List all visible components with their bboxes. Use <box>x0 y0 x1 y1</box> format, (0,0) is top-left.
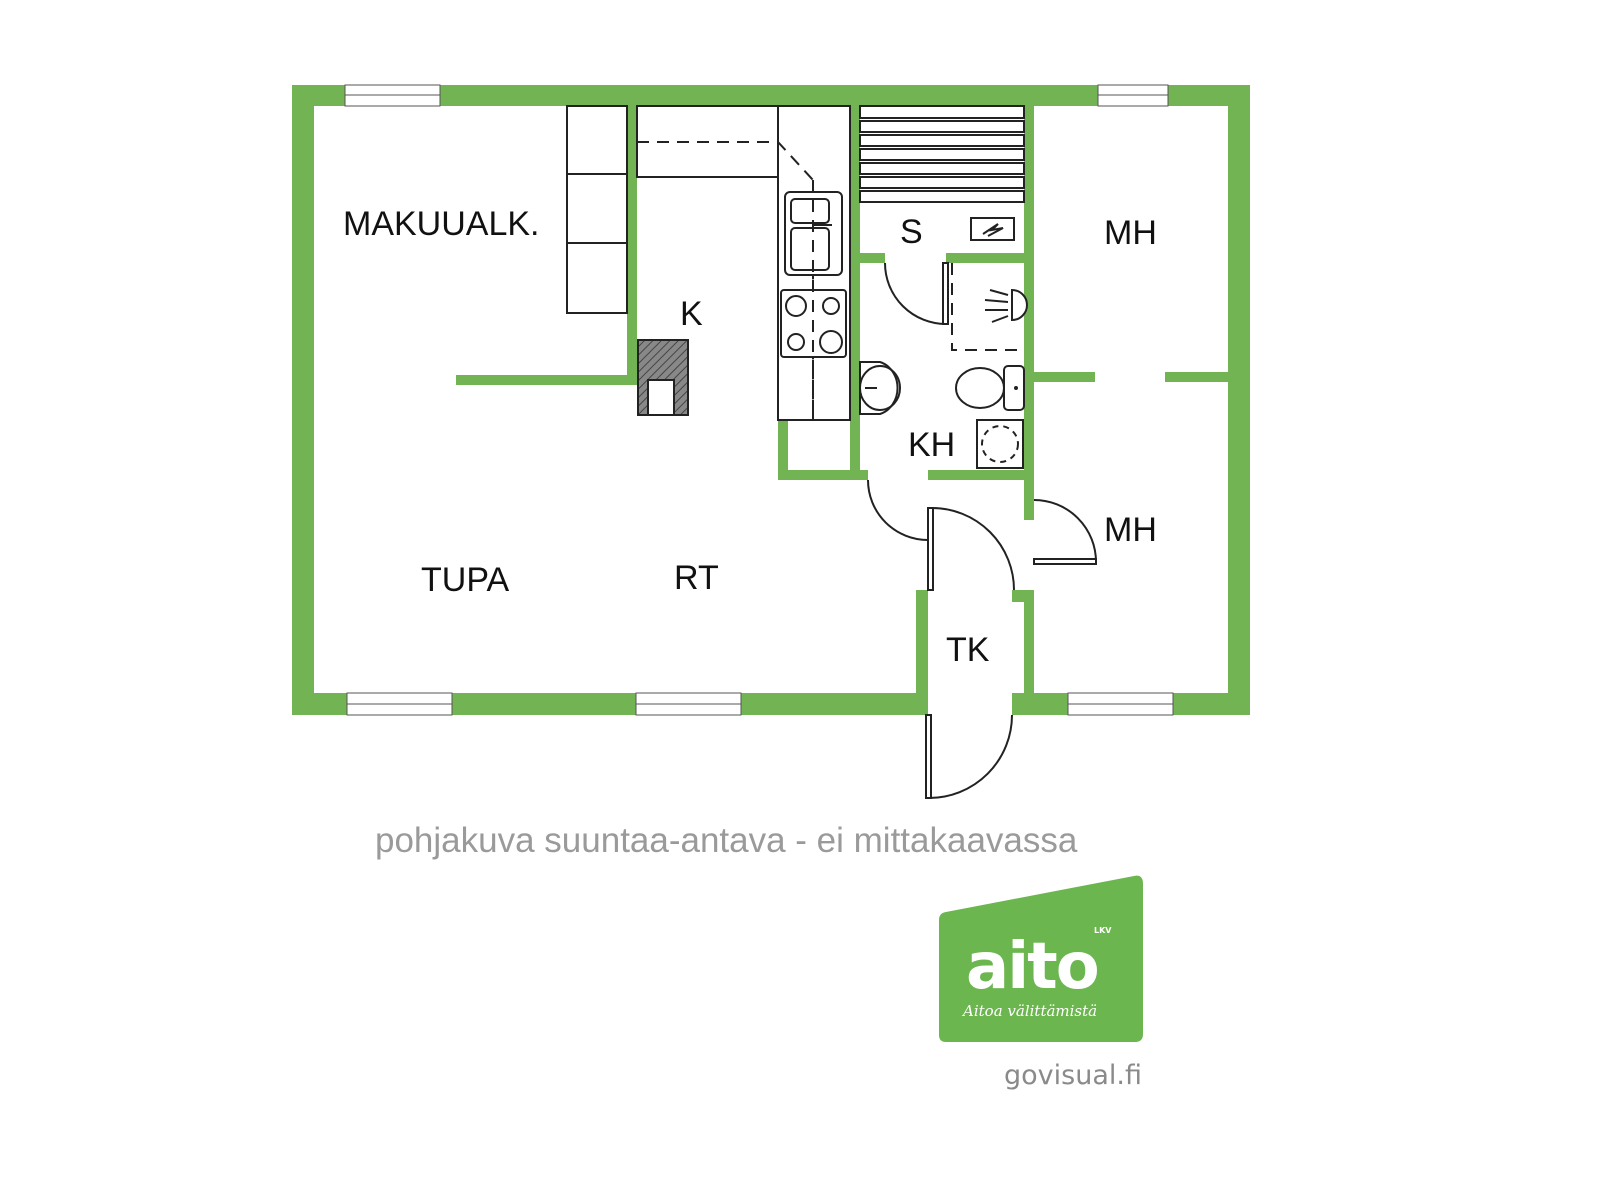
sauna-benches <box>859 105 1025 203</box>
kitchen-counter <box>636 105 851 421</box>
logo-tagline: Aitoa välittämistä <box>961 1002 1097 1020</box>
window-top-right <box>1097 84 1169 107</box>
room-label-kh: KH <box>908 426 955 464</box>
room-label-makuualk: MAKUUALK. <box>343 205 540 243</box>
aito-logo: aito LKV Aitoa välittämistä <box>939 875 1143 1042</box>
toilet-icon <box>955 365 1025 411</box>
sink-icon <box>784 191 843 276</box>
doors <box>867 262 1098 799</box>
room-label-k: K <box>680 295 703 333</box>
room-label-s: S <box>900 213 923 251</box>
credit-url: govisual.fi <box>1004 1060 1142 1091</box>
fireplace <box>637 339 689 416</box>
disclaimer: pohjakuva suuntaa-antava - ei mittakaava… <box>375 821 1078 860</box>
shower-icon <box>951 263 1028 351</box>
wardrobe <box>566 105 628 314</box>
walls <box>292 85 1250 715</box>
window-top-left <box>344 84 441 107</box>
room-label-mh-bottom: MH <box>1104 511 1157 549</box>
room-label-mh-top: MH <box>1104 214 1157 252</box>
sauna-heater-icon <box>970 217 1015 241</box>
room-label-tupa: TUPA <box>421 561 509 599</box>
logo-suffix: LKV <box>1094 926 1112 935</box>
window-bottom-mh <box>1067 692 1174 716</box>
washbasin-icon <box>859 361 901 415</box>
floor-drain-icon <box>976 419 1024 469</box>
room-label-tk: TK <box>946 631 990 669</box>
room-label-rt: RT <box>674 559 719 597</box>
window-bottom-rt <box>635 692 742 716</box>
logo-name: aito <box>966 930 1098 1004</box>
window-bottom-tupa <box>346 692 453 716</box>
windows <box>344 84 1174 716</box>
